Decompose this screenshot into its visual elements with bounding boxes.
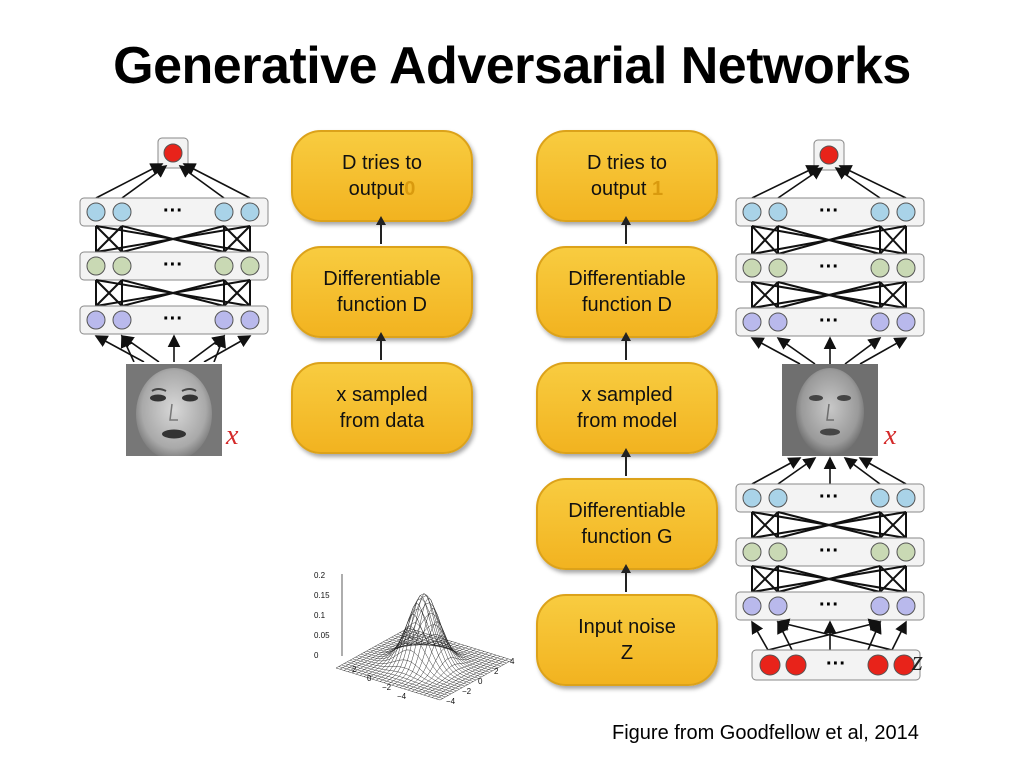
surface-wire (363, 622, 468, 685)
surface-wire (366, 608, 471, 684)
slide-title: Generative Adversarial Networks (113, 37, 911, 95)
pill-differentiable-function-g: Differentiable function G (536, 478, 718, 570)
z-tick-label: 0.1 (314, 611, 326, 620)
surface-wire (439, 659, 513, 701)
surface-wire (371, 593, 477, 681)
x-tick-label: −4 (397, 692, 407, 701)
svg-text:···: ··· (819, 256, 839, 278)
surface-wire (391, 597, 465, 686)
pill-d-output-1: D tries to output 1 (536, 130, 718, 222)
z-tick-label: 0.15 (314, 591, 330, 600)
arrow-left-2 (376, 332, 386, 360)
pill-d-output-0: D tries to output0 (291, 130, 473, 222)
svg-text:···: ··· (163, 200, 183, 222)
z-tick-label: 0.05 (314, 631, 330, 640)
surface-wire (341, 664, 446, 698)
svg-text:···: ··· (819, 594, 839, 616)
surface-wire (367, 635, 441, 678)
surface-wire (419, 653, 493, 694)
svg-text:···: ··· (163, 254, 183, 276)
generated-face-image (782, 364, 878, 456)
surface-wire (399, 621, 473, 688)
gaussian-surface-plot: 0.2 0.15 0.1 0.05 0 2 0 −2 −4 4 2 0 −2 −4 (314, 571, 515, 706)
x-tick-label: 2 (352, 665, 357, 674)
y-tick-label: 4 (510, 657, 515, 666)
x-tick-label: 0 (367, 674, 372, 683)
surface-wire (403, 635, 477, 690)
svg-text:···: ··· (819, 486, 839, 508)
surface-wire (415, 652, 489, 693)
surface-wire (431, 657, 505, 698)
svg-text:···: ··· (819, 540, 839, 562)
x-label-left: x (226, 420, 239, 451)
x-label-right: x (884, 420, 897, 451)
y-tick-label: −2 (462, 687, 472, 696)
svg-text:···: ··· (163, 308, 183, 330)
discriminator-network-left: ··· ··· ··· (79, 137, 269, 362)
generator-network: ··· ··· ··· ··· (735, 456, 925, 681)
surface-wire (435, 658, 509, 699)
output-node (163, 143, 183, 163)
x-tick-label: −2 (382, 683, 392, 692)
surface-wire (391, 636, 496, 670)
surface-wire (335, 667, 441, 701)
z-label: z (912, 646, 923, 677)
y-tick-label: 2 (494, 667, 499, 676)
arrow-right-3 (621, 448, 631, 476)
y-tick-label: −4 (446, 697, 456, 706)
pill-x-sampled-from-model: x sampled from model (536, 362, 718, 454)
svg-text:···: ··· (826, 653, 846, 675)
z-tick-label: 0 (314, 651, 319, 660)
pill-x-sampled-from-data: x sampled from data (291, 362, 473, 454)
surface-wire (358, 649, 463, 688)
arrow-right-4 (621, 564, 631, 592)
surface-wire (344, 663, 449, 696)
surface-wire (369, 598, 474, 682)
discriminator-network-right: ··· ··· ··· (735, 139, 925, 365)
y-tick-label: 0 (478, 677, 483, 686)
svg-text:···: ··· (819, 310, 839, 332)
arrow-left-1 (376, 216, 386, 244)
surface-wire (349, 660, 454, 693)
surface-wire (352, 658, 457, 692)
z-tick-label: 0.2 (314, 571, 326, 580)
pill-input-noise-z: Input noise Z (536, 594, 718, 686)
surface-wire (338, 666, 443, 699)
surface-wire (411, 651, 485, 692)
surface-wire (407, 647, 481, 691)
pill-differentiable-function-d-left: Differentiable function D (291, 246, 473, 338)
surface-wire (355, 656, 460, 690)
pill-differentiable-function-d-right: Differentiable function D (536, 246, 718, 338)
arrow-right-1 (621, 216, 631, 244)
real-face-image (126, 364, 222, 456)
surface-wire (395, 607, 469, 687)
surface-wire (423, 654, 497, 696)
arrow-right-2 (621, 332, 631, 360)
surface-wire (347, 661, 452, 695)
figure-caption: Figure from Goodfellow et al, 2014 (612, 722, 919, 744)
surface-wire (427, 656, 501, 697)
svg-text:···: ··· (819, 200, 839, 222)
surface-wire (360, 636, 465, 687)
